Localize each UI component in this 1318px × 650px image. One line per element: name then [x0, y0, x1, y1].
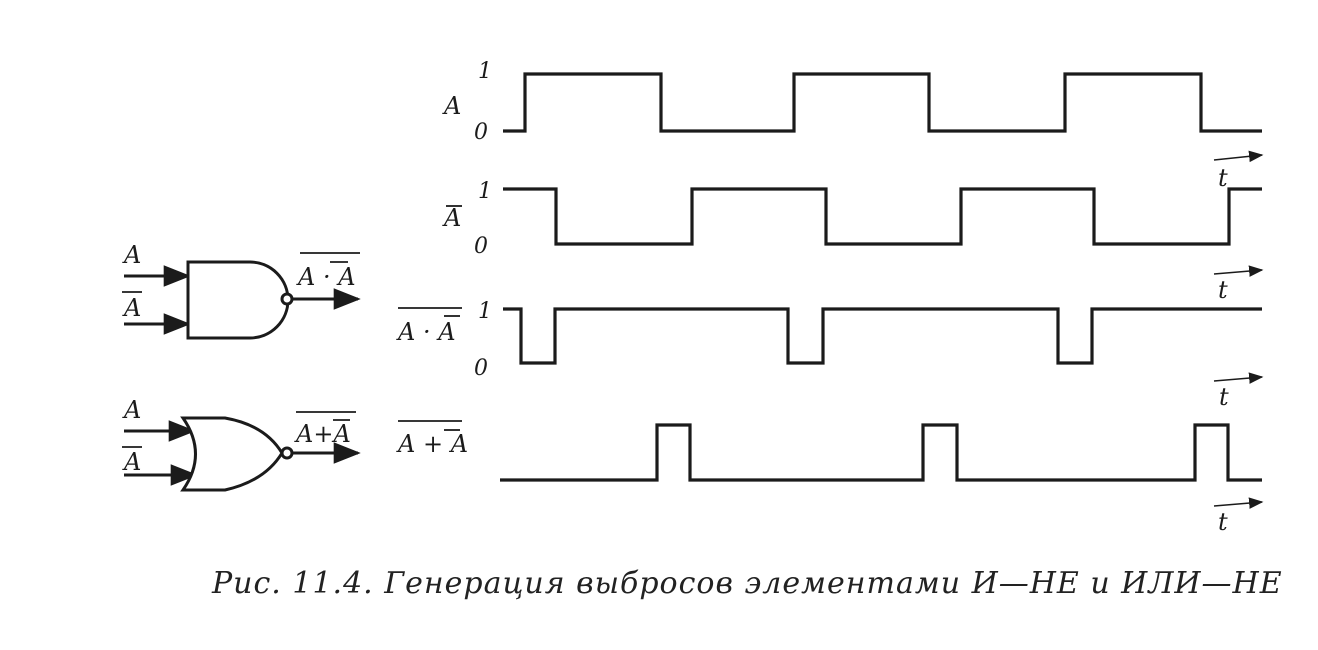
signal-not-a-row: A 1 0 t: [442, 179, 1264, 304]
figure-caption: Рис. 11.4. Генерация выбросов элементами…: [212, 566, 1283, 601]
nor-gate-body: [180, 416, 284, 492]
signal-a-time-label: t: [1218, 164, 1228, 192]
signal-nand-row: A · A 1 0 t: [396, 299, 1264, 411]
nor-output-label: A+A: [294, 420, 351, 448]
nand-input-a-label: A: [122, 241, 141, 269]
signal-nand-label: A · A: [396, 318, 456, 346]
signal-not-a-level-high: 1: [478, 179, 492, 204]
signal-a-level-low: 0: [474, 120, 488, 145]
signal-a-row: A 1 0 t: [442, 59, 1264, 192]
nor-inversion-bubble: [280, 446, 294, 460]
signal-nor-row: A + A t: [396, 420, 1264, 536]
signal-a-level-high: 1: [478, 59, 492, 84]
nand-gate: A A A · A: [122, 241, 361, 340]
signal-not-a-level-low: 0: [474, 234, 488, 259]
nor-gate: A A A+A: [122, 396, 361, 492]
nand-input-b-label: A: [122, 294, 141, 322]
signal-not-a-label: A: [442, 204, 461, 232]
signal-not-a-time-label: t: [1218, 276, 1228, 304]
nand-output-label: A · A: [296, 263, 356, 291]
signal-nand-level-low: 0: [474, 356, 488, 381]
signal-a-time-arrow: [1213, 150, 1264, 163]
signal-nand-time-label: t: [1219, 383, 1229, 411]
nand-inversion-bubble: [280, 292, 294, 306]
signal-a-label: A: [442, 92, 461, 120]
signal-a-waveform: [503, 72, 1262, 133]
nand-gate-body: [186, 260, 290, 340]
signal-not-a-waveform: [503, 187, 1262, 246]
signal-not-a-time-arrow: [1213, 265, 1264, 277]
signal-nand-waveform: [503, 307, 1262, 365]
nor-input-a-label: A: [122, 396, 141, 424]
nor-input-b-label: A: [122, 448, 141, 476]
signal-nor-time-label: t: [1218, 508, 1228, 536]
signal-nand-level-high: 1: [478, 299, 492, 324]
signal-nand-time-arrow: [1213, 372, 1264, 384]
signal-nor-label: A + A: [396, 430, 468, 458]
signal-nor-waveform: [500, 423, 1262, 482]
signal-nor-time-arrow: [1213, 497, 1264, 509]
